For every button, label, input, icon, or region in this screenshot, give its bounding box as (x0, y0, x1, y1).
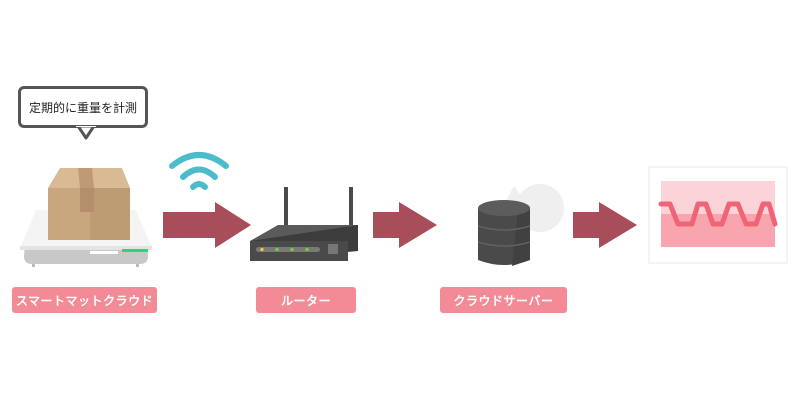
database-icon (477, 184, 564, 266)
label-smart-mat: スマートマットクラウド (12, 287, 157, 313)
speech-bubble-tail (76, 126, 96, 140)
wifi-icon (169, 152, 229, 190)
arrow-2 (373, 202, 437, 248)
router-icon (250, 187, 358, 261)
label-router: ルーター (256, 287, 356, 313)
speech-bubble-text: 定期的に重量を計測 (28, 100, 137, 115)
waveform-chart-icon (648, 166, 788, 264)
label-smart-mat-text: スマートマットクラウド (15, 293, 154, 308)
label-cloud-server-text: クラウドサーバー (453, 293, 554, 308)
speech-bubble: 定期的に重量を計測 (18, 86, 148, 128)
label-cloud-server: クラウドサーバー (440, 287, 567, 313)
arrow-3 (573, 202, 637, 248)
arrow-1 (163, 202, 251, 248)
label-router-text: ルーター (280, 293, 331, 308)
scale-with-box-icon (20, 168, 152, 267)
